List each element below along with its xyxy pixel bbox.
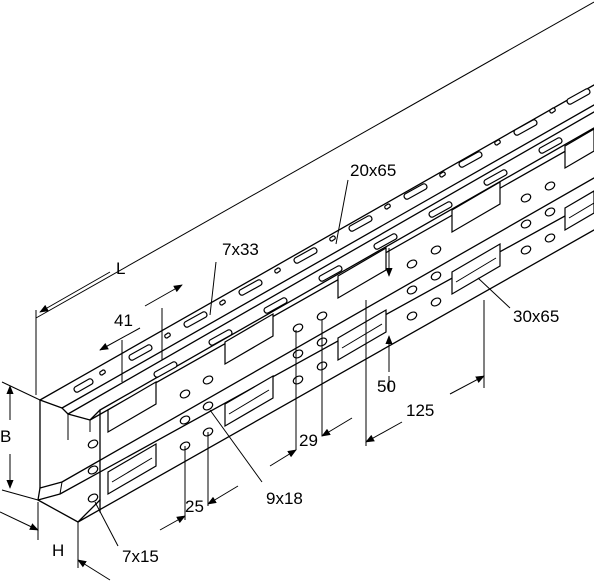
label-50: 50: [377, 377, 396, 396]
label-height-h: H: [52, 541, 64, 560]
label-7x15: 7x15: [122, 547, 159, 566]
label-length: L: [116, 259, 125, 278]
label-20x65: 20x65: [350, 161, 396, 180]
front-face-slots: [107, 128, 594, 496]
profile-body: [37, 84, 594, 523]
label-41: 41: [114, 311, 133, 330]
dimension-labels: L 41 7x33 20x65 30x65 50 125 29 9x18 25 …: [0, 161, 559, 566]
label-9x18: 9x18: [266, 489, 303, 508]
label-29: 29: [299, 431, 318, 450]
top-flange-slots: [73, 88, 591, 393]
label-25: 25: [185, 497, 204, 516]
label-30x65: 30x65: [513, 307, 559, 326]
label-7x33: 7x33: [222, 240, 259, 259]
label-125: 125: [406, 401, 434, 420]
face-small-holes: [87, 181, 556, 503]
label-width-b: B: [0, 427, 11, 446]
